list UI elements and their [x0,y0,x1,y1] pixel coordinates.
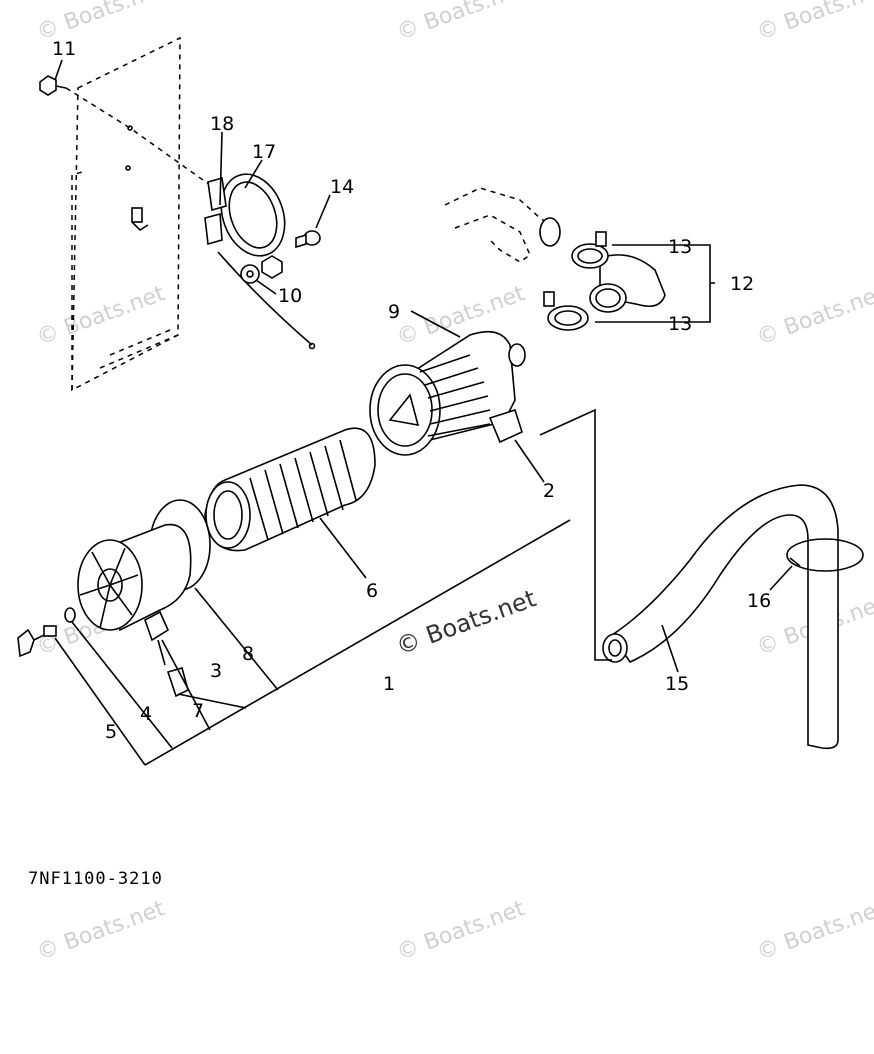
callout-9: 9 [388,301,400,323]
intake-elbow-dashed [444,187,561,263]
part-13-clamp-lower [543,291,589,331]
callout-17: 17 [252,141,276,163]
callout-8: 8 [242,643,254,665]
watermark: © Boats.net [34,896,169,966]
part-12-elbow [589,254,666,313]
watermarks: © Boats.net © Boats.net © Boats.net © Bo… [34,0,874,966]
callout-13-lower: 13 [668,313,692,335]
callouts: 11 18 17 14 10 13 12 13 9 2 6 16 8 3 1 1… [52,38,771,743]
part-10-nut [240,255,283,284]
watermark: © Boats.net [394,896,529,966]
part-4-washer [64,607,76,623]
callout-15: 15 [665,673,689,695]
watermark: © Boats.net [754,896,874,966]
callout-18: 18 [210,113,234,135]
part-14-screw [295,230,321,249]
part-7-valve [157,639,189,698]
callout-13-upper: 13 [668,236,692,258]
part-13-clamp-upper [571,231,609,269]
part-9-filter-case [369,330,526,456]
callout-6: 6 [366,580,378,602]
callout-5: 5 [105,721,117,743]
part-16-band-clamp [786,538,864,572]
mounting-bracket [71,36,181,392]
callout-3: 3 [210,660,222,682]
callout-1: 1 [383,673,395,695]
part-5-wing-nut [17,625,57,658]
watermark: © Boats.net [754,0,874,46]
callout-4: 4 [140,703,152,725]
callout-12: 12 [730,273,754,295]
part-6-filter-element [204,427,376,552]
watermark: © Boats.net [754,281,874,351]
callout-16: 16 [747,590,771,612]
part-15-hose [602,484,839,750]
callout-11: 11 [52,38,76,60]
part-3-cover [77,523,192,642]
watermark: © Boats.net [394,0,529,46]
callout-7: 7 [192,700,204,722]
callout-14: 14 [330,176,354,198]
watermark-main: © Boats.net [392,584,539,660]
callout-10: 10 [278,285,302,307]
part-17-band [204,173,316,350]
callout-2: 2 [543,480,555,502]
watermark: © Boats.net [34,281,169,351]
leader-lines [54,59,793,766]
part-11-bolt [39,75,211,186]
diagram-code: 7NF1100-3210 [28,869,163,889]
